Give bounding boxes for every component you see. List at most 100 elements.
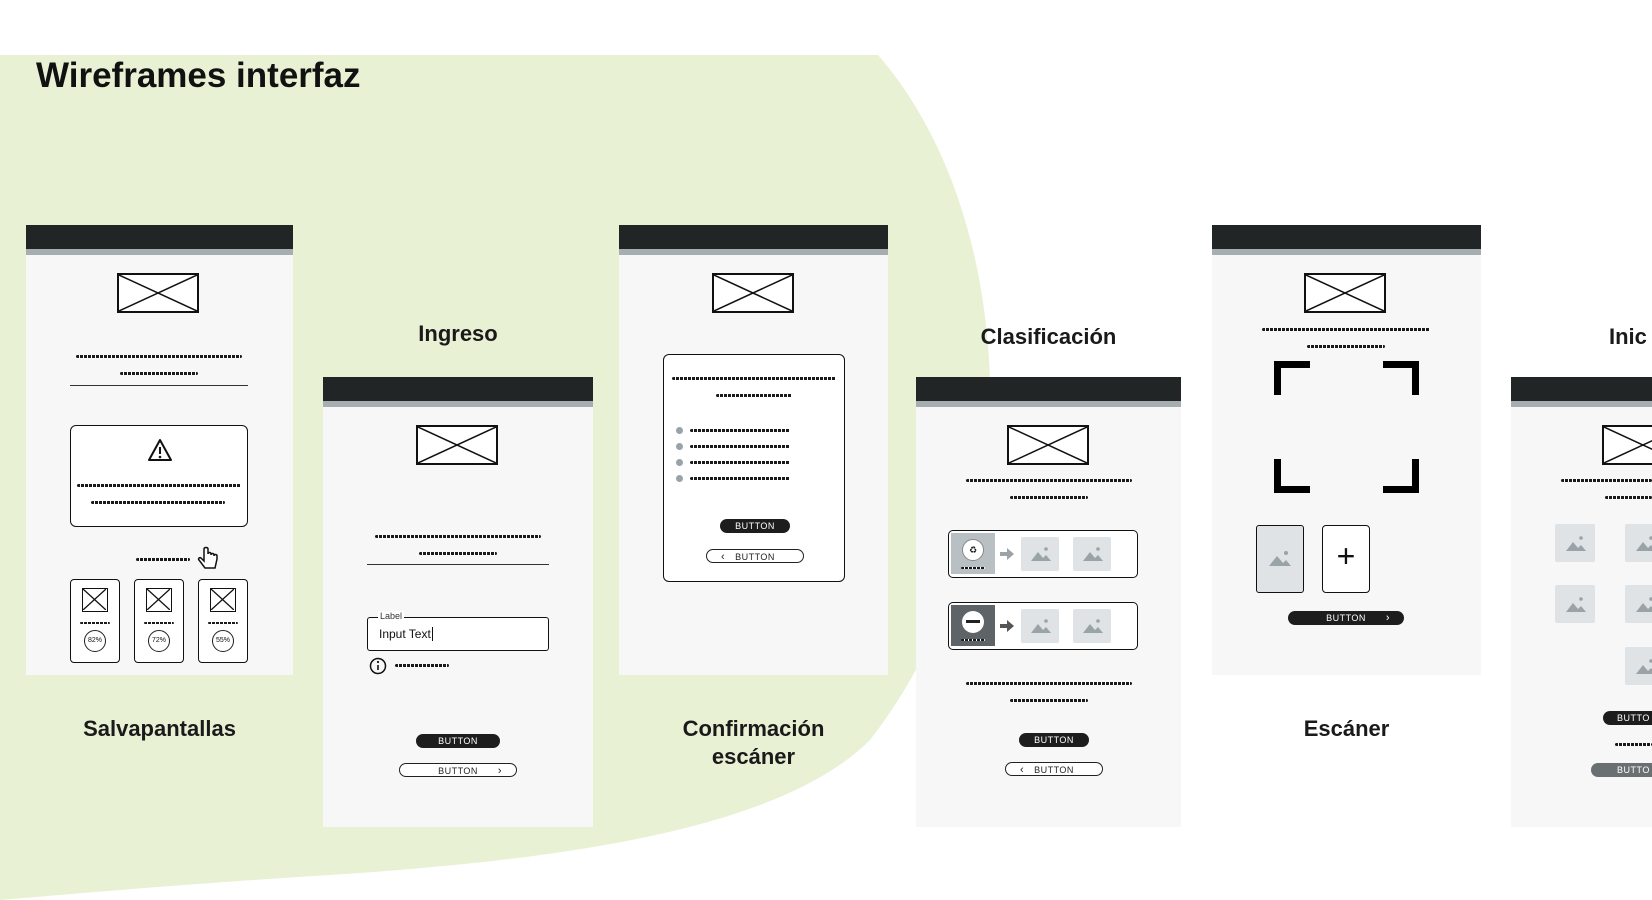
input-value: Input Text (379, 627, 433, 641)
chevron-right-icon: › (497, 765, 502, 777)
text-placeholder (961, 567, 985, 569)
secondary-button[interactable]: BUTTO (1591, 763, 1652, 777)
input-label: Label (378, 611, 405, 621)
primary-button[interactable]: BUTTON (720, 519, 790, 533)
image-icon[interactable] (1555, 585, 1595, 623)
text-placeholder (375, 535, 541, 538)
warning-icon (148, 439, 172, 461)
classification-row[interactable]: ♻ (948, 530, 1138, 578)
warning-card (70, 425, 248, 527)
progress-ring: 72% (148, 630, 170, 652)
text-placeholder (1605, 496, 1652, 499)
image-placeholder-icon (1007, 425, 1089, 465)
text-input[interactable]: Label Input Text (367, 611, 549, 651)
text-placeholder (672, 377, 836, 380)
text-placeholder (1010, 699, 1088, 702)
image-icon[interactable] (1625, 647, 1652, 685)
text-placeholder (690, 461, 790, 464)
screen-label-salvapantallas: Salvapantallas (83, 716, 236, 741)
text-placeholder (1262, 328, 1430, 331)
image-icon (1073, 609, 1111, 643)
scan-corner-icon (1274, 459, 1310, 493)
text-placeholder (690, 429, 790, 432)
back-button[interactable]: ‹ BUTTON (1005, 762, 1103, 776)
info-icon (369, 657, 387, 675)
text-placeholder (120, 372, 198, 375)
primary-button[interactable]: BUTTON (1019, 733, 1089, 747)
screen-label-inicio: Inic (1609, 324, 1647, 349)
captured-image-thumbnail[interactable] (1256, 525, 1304, 593)
status-bar (1511, 377, 1652, 407)
bullet-dot (676, 443, 683, 450)
image-placeholder-icon (117, 273, 199, 313)
screen-ingreso: Label Input Text BUTTON BUTTON › (323, 377, 593, 827)
back-button-label: BUTTON (735, 552, 775, 562)
back-button[interactable]: ‹ BUTTON (706, 549, 804, 563)
scan-corner-icon (1274, 361, 1310, 395)
status-bar (619, 225, 888, 255)
image-icon (1021, 537, 1059, 571)
chevron-left-icon: ‹ (721, 551, 726, 563)
progress-ring: 82% (84, 630, 106, 652)
text-placeholder (716, 394, 792, 397)
arrow-right-icon (1000, 620, 1014, 632)
next-button-label: BUTTON (438, 766, 478, 776)
text-placeholder (966, 682, 1132, 685)
progress-card: 82% (70, 579, 120, 663)
image-icon (1073, 537, 1111, 571)
category-icon: ♻ (962, 539, 984, 561)
screen-label-confirmacion: Confirmación escáner (682, 716, 825, 769)
bullet-dot (676, 427, 683, 434)
bullet-dot (676, 475, 683, 482)
image-icon[interactable] (1625, 585, 1652, 623)
back-button-label: BUTTON (1034, 765, 1074, 775)
divider (367, 564, 549, 565)
text-placeholder (1615, 743, 1652, 746)
primary-button-label: BUTTON (1326, 613, 1366, 623)
primary-button[interactable]: BUTTON (416, 734, 500, 748)
screen-label-escaner: Escáner (1303, 716, 1390, 741)
primary-button[interactable]: BUTTO (1603, 711, 1652, 725)
text-placeholder (80, 622, 110, 624)
text-placeholder (1561, 479, 1652, 482)
text-placeholder (77, 484, 241, 487)
status-bar (323, 377, 593, 407)
image-placeholder-icon (416, 425, 498, 465)
add-photo-button[interactable]: + (1322, 525, 1370, 593)
text-placeholder (690, 477, 790, 480)
screen-escaner: + BUTTON › (1212, 225, 1481, 675)
scan-corner-icon (1383, 361, 1419, 395)
image-icon[interactable] (1625, 524, 1652, 562)
primary-button[interactable]: BUTTON › (1288, 611, 1404, 625)
screen-inicio: BUTTO BUTTO (1511, 377, 1652, 827)
plus-icon: + (1336, 538, 1356, 574)
hand-pointer-icon (197, 546, 218, 569)
text-placeholder (419, 552, 497, 555)
confirmation-card: BUTTON ‹ BUTTON (663, 354, 845, 582)
status-bar (26, 225, 293, 255)
progress-card: 72% (134, 579, 184, 663)
page-title: Wireframes interfaz (36, 56, 361, 95)
status-bar (916, 377, 1181, 407)
text-placeholder (208, 622, 238, 624)
text-placeholder (136, 558, 190, 561)
image-icon (1021, 609, 1059, 643)
classification-row[interactable] (948, 602, 1138, 650)
scan-corner-icon (1383, 459, 1419, 493)
text-placeholder (966, 479, 1132, 482)
text-placeholder (1307, 345, 1385, 348)
text-placeholder (1010, 496, 1088, 499)
text-placeholder (395, 664, 449, 667)
progress-card: 55% (198, 579, 248, 663)
divider (70, 385, 248, 386)
arrow-right-icon (1000, 548, 1014, 560)
text-placeholder (144, 622, 174, 624)
next-button[interactable]: BUTTON › (399, 763, 517, 777)
category-icon (962, 611, 984, 633)
screen-label-ingreso: Ingreso (418, 321, 498, 346)
screen-label-clasificacion: Clasificación (980, 324, 1117, 349)
chevron-left-icon: ‹ (1020, 764, 1025, 776)
screen-confirmacion: BUTTON ‹ BUTTON (619, 225, 888, 675)
image-icon[interactable] (1555, 524, 1595, 562)
